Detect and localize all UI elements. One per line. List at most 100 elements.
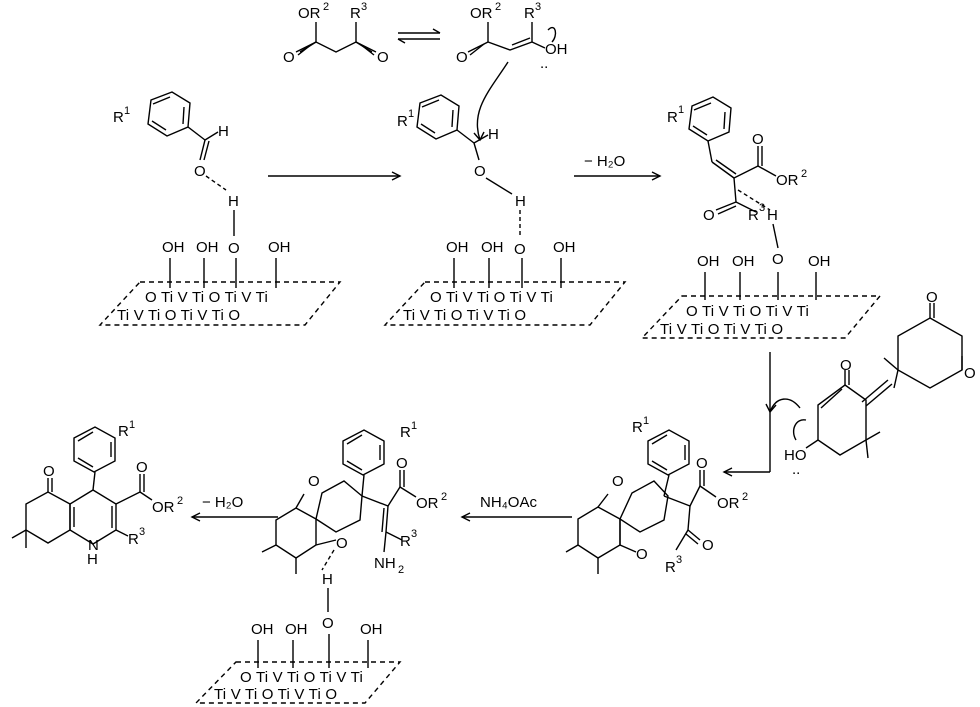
michael-r-sup: 1 bbox=[643, 415, 649, 427]
product-r3-sup: 3 bbox=[139, 526, 145, 538]
surface-4-oh-2: OH bbox=[285, 621, 308, 638]
enol-o: O bbox=[456, 49, 468, 66]
knoev-r-sup: 1 bbox=[678, 104, 684, 116]
enamine-r3-sup: 3 bbox=[411, 528, 417, 540]
enamine-h: H bbox=[322, 571, 333, 588]
knoev-or: OR bbox=[776, 172, 799, 189]
arrow-2-label: − H₂O bbox=[584, 153, 625, 170]
enamine-r3: R bbox=[400, 533, 411, 550]
enamine-o1: O bbox=[308, 473, 320, 490]
surface-4-row1: O Ti V Ti O Ti V Ti bbox=[240, 669, 363, 686]
arrow-4-label: NH₄OAc bbox=[480, 494, 537, 511]
michael-r3-sup: 3 bbox=[676, 554, 682, 566]
enamine-nh2: NH bbox=[374, 555, 396, 572]
michael-adduct: R 1 O O O OR 2 O R 3 bbox=[565, 415, 748, 576]
aldehyde: R 1 H O H O bbox=[113, 91, 240, 257]
product-r: R bbox=[118, 423, 129, 440]
enol-lone-pair: .. bbox=[540, 55, 548, 72]
ketoester-or: OR bbox=[298, 5, 321, 22]
enamine-or-sup: 2 bbox=[441, 491, 447, 503]
enamine-o2: O bbox=[336, 535, 348, 552]
product-o1: O bbox=[43, 463, 55, 480]
surface-4-row2: Ti V Ti O Ti V Ti O bbox=[214, 686, 337, 703]
product: R 1 O O OR 2 R 3 N H bbox=[11, 419, 183, 568]
enamine-or: OR bbox=[416, 495, 439, 512]
arrow-4: NH₄OAc bbox=[460, 494, 572, 522]
surface-2-oh-2: OH bbox=[481, 239, 504, 256]
ketoester: O O OR 2 R 3 bbox=[283, 1, 389, 66]
enamine-r: R bbox=[400, 424, 411, 441]
aldehyde-surface-o: O bbox=[228, 240, 240, 257]
aldehyde-h: H bbox=[218, 123, 229, 140]
surface-2: OH OH OH O Ti V Ti O Ti V Ti Ti V Ti O T… bbox=[383, 239, 627, 326]
dimedone-enol: O HO .. bbox=[765, 357, 881, 478]
knoev-h: H bbox=[767, 207, 778, 224]
product-or-sup: 2 bbox=[177, 495, 183, 507]
activated-surface-o: O bbox=[514, 241, 526, 258]
ketoester-r-sup: 3 bbox=[361, 1, 367, 13]
enamine-r-sup: 1 bbox=[411, 420, 417, 432]
product-r3: R bbox=[128, 531, 139, 548]
surface-3-oh-3: OH bbox=[808, 253, 831, 270]
arrow-2: − H₂O bbox=[574, 153, 662, 181]
ketoester-r: R bbox=[350, 5, 361, 22]
product-or: OR bbox=[152, 499, 175, 516]
dimedone-o2: O bbox=[964, 365, 976, 382]
knoev-o-carbonyl: O bbox=[752, 131, 764, 148]
surface-1-oh-1: OH bbox=[162, 239, 185, 256]
enol-or-sup: 2 bbox=[495, 1, 501, 13]
surface-1-row2: Ti V Ti O Ti V Ti O bbox=[117, 307, 240, 324]
knoev-surface-o: O bbox=[772, 251, 784, 268]
surface-3-oh-2: OH bbox=[732, 253, 755, 270]
equilibrium-arrow bbox=[397, 28, 441, 44]
knoev-r3-sup: 3 bbox=[759, 202, 765, 214]
knoev-or-sup: 2 bbox=[801, 168, 807, 180]
ketoester-or-sup: 2 bbox=[323, 1, 329, 13]
enamine-nh2-sub: 2 bbox=[398, 564, 404, 576]
surface-3-oh-1: OH bbox=[697, 253, 720, 270]
surface-1-oh-3: OH bbox=[268, 239, 291, 256]
dimedone: O O bbox=[883, 289, 976, 389]
product-o2: O bbox=[136, 459, 148, 476]
surface-4-oh-1: OH bbox=[251, 621, 274, 638]
surface-4: OH OH OH O Ti V Ti O Ti V Ti Ti V Ti O T… bbox=[194, 621, 402, 704]
enol-oh: OH bbox=[545, 41, 568, 58]
michael-r: R bbox=[632, 419, 643, 436]
enamine-surface-o: O bbox=[322, 615, 334, 632]
knoev-o-ketone: O bbox=[703, 207, 715, 224]
surface-1-oh-2: OH bbox=[196, 239, 219, 256]
arrow-5-label: − H₂O bbox=[202, 494, 243, 511]
knoev-r3: R bbox=[748, 207, 759, 224]
dimedone-enol-o: O bbox=[840, 357, 852, 374]
tautomer-arrow bbox=[861, 379, 893, 407]
arrow-1 bbox=[268, 171, 402, 181]
surface-2-row1: O Ti V Ti O Ti V Ti bbox=[430, 289, 553, 306]
ketoester-o1: O bbox=[283, 49, 295, 66]
enol: O OR 2 R 3 OH .. bbox=[456, 1, 568, 142]
aldehyde-surface-h: H bbox=[228, 193, 239, 210]
enol-or: OR bbox=[470, 5, 493, 22]
activated-r-sup: 1 bbox=[408, 108, 414, 120]
michael-o2: O bbox=[636, 546, 648, 563]
michael-or: OR bbox=[717, 495, 740, 512]
dimedone-enol-lone-pair: .. bbox=[792, 461, 800, 478]
knoevenagel-adduct: R 1 O OR 2 O R 3 H O bbox=[667, 96, 807, 268]
michael-r3: R bbox=[665, 559, 676, 576]
ketoester-o2: O bbox=[377, 49, 389, 66]
activated-h: H bbox=[488, 126, 499, 143]
surface-2-oh-1: OH bbox=[446, 239, 469, 256]
surface-1-row1: O Ti V Ti O Ti V Ti bbox=[145, 289, 268, 306]
product-h: H bbox=[87, 551, 98, 568]
michael-o3: O bbox=[696, 455, 708, 472]
aldehyde-r: R bbox=[113, 109, 124, 126]
arrow-3 bbox=[722, 352, 771, 477]
enamine-o3: O bbox=[396, 455, 408, 472]
surface-3: OH OH OH O Ti V Ti O Ti V Ti Ti V Ti O T… bbox=[640, 253, 882, 339]
arrow-5: − H₂O bbox=[190, 494, 278, 522]
surface-3-row1: O Ti V Ti O Ti V Ti bbox=[686, 303, 809, 320]
dimedone-o1: O bbox=[926, 289, 938, 306]
surface-2-oh-3: OH bbox=[553, 239, 576, 256]
surface-3-row2: Ti V Ti O Ti V Ti O bbox=[660, 321, 783, 338]
aldehyde-o: O bbox=[194, 163, 206, 180]
michael-or-sup: 2 bbox=[742, 491, 748, 503]
